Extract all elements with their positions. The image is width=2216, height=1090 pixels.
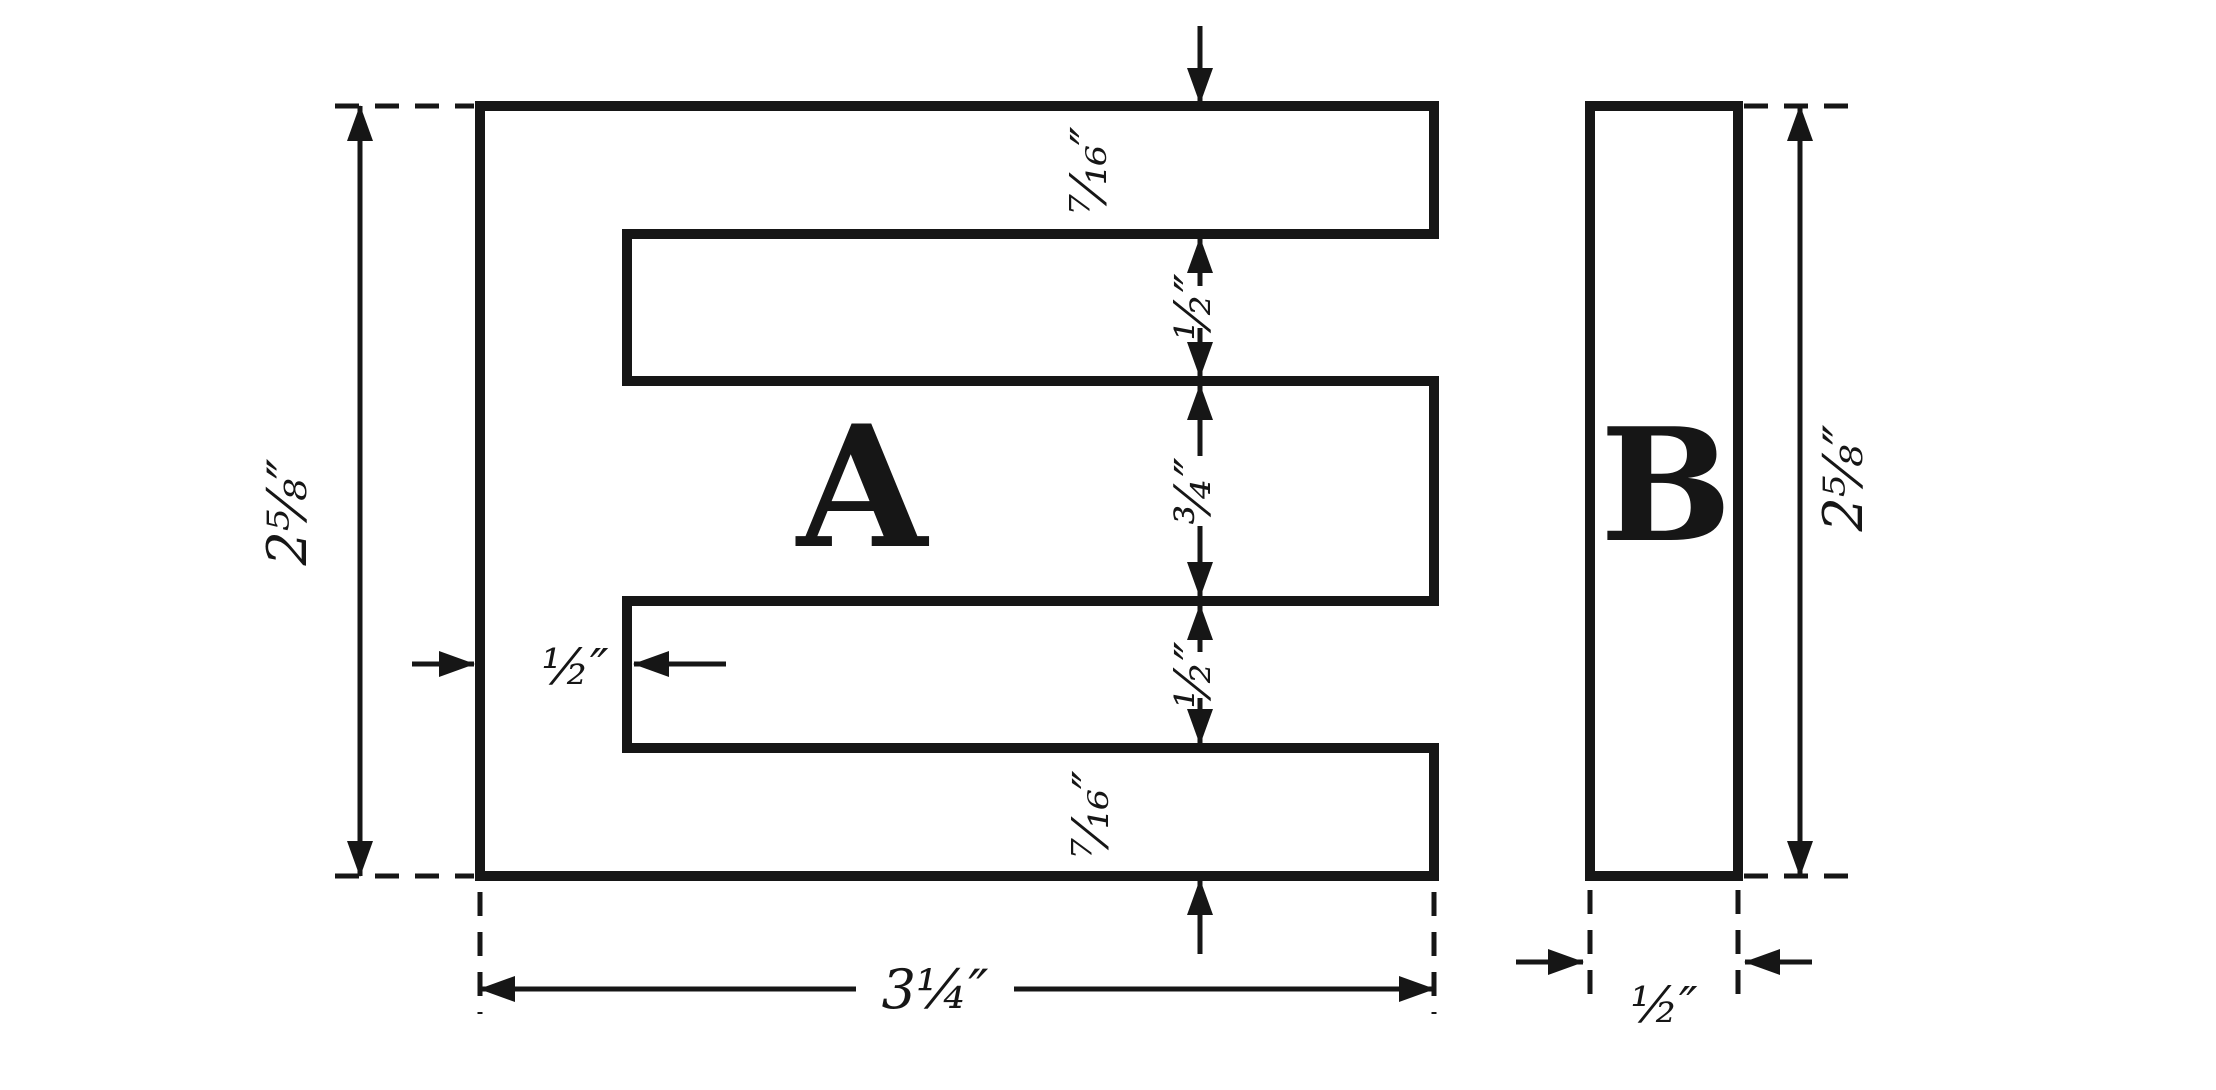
dimension-label: ¾″ <box>1164 457 1222 524</box>
dimension-label: ½″ <box>1164 273 1222 340</box>
dim-b-width: ½″ <box>1516 890 1812 1034</box>
piece-b-outline <box>1585 101 1743 881</box>
dim-a-overall-width: 3¼″ <box>477 892 1437 1021</box>
dimension-label: 2⅝″ <box>256 459 319 567</box>
dim-b-overall-height: 2⅝″ <box>1744 103 1875 879</box>
dimension-label: ⁷⁄₁₆″ <box>1060 126 1118 213</box>
dimension-label: 3¼″ <box>882 958 989 1021</box>
dim-a-upper-slot: ½″ <box>1164 237 1222 378</box>
piece-a-outline <box>475 101 1439 881</box>
dim-a-middle-arm-thickness: ¾″ <box>1164 384 1222 598</box>
dimension-label: 2⅝″ <box>1812 425 1875 533</box>
dim-a-spine-width: ½″ <box>412 638 726 696</box>
piece-a-label: A <box>795 388 930 586</box>
dimension-label: ⁷⁄₁₆″ <box>1062 770 1120 857</box>
dim-a-lower-slot: ½″ <box>1164 604 1222 745</box>
dimension-label: ½″ <box>541 638 608 696</box>
piece-b-label: B <box>1600 394 1732 577</box>
dim-a-overall-height: 2⅝″ <box>256 103 474 879</box>
dimension-label: ½″ <box>1164 641 1222 708</box>
dim-a-top-arm-thickness: ⁷⁄₁₆″ <box>1060 26 1213 214</box>
dim-a-bottom-arm-thickness: ⁷⁄₁₆″ <box>1062 770 1213 954</box>
dimension-label: ½″ <box>1630 976 1697 1034</box>
